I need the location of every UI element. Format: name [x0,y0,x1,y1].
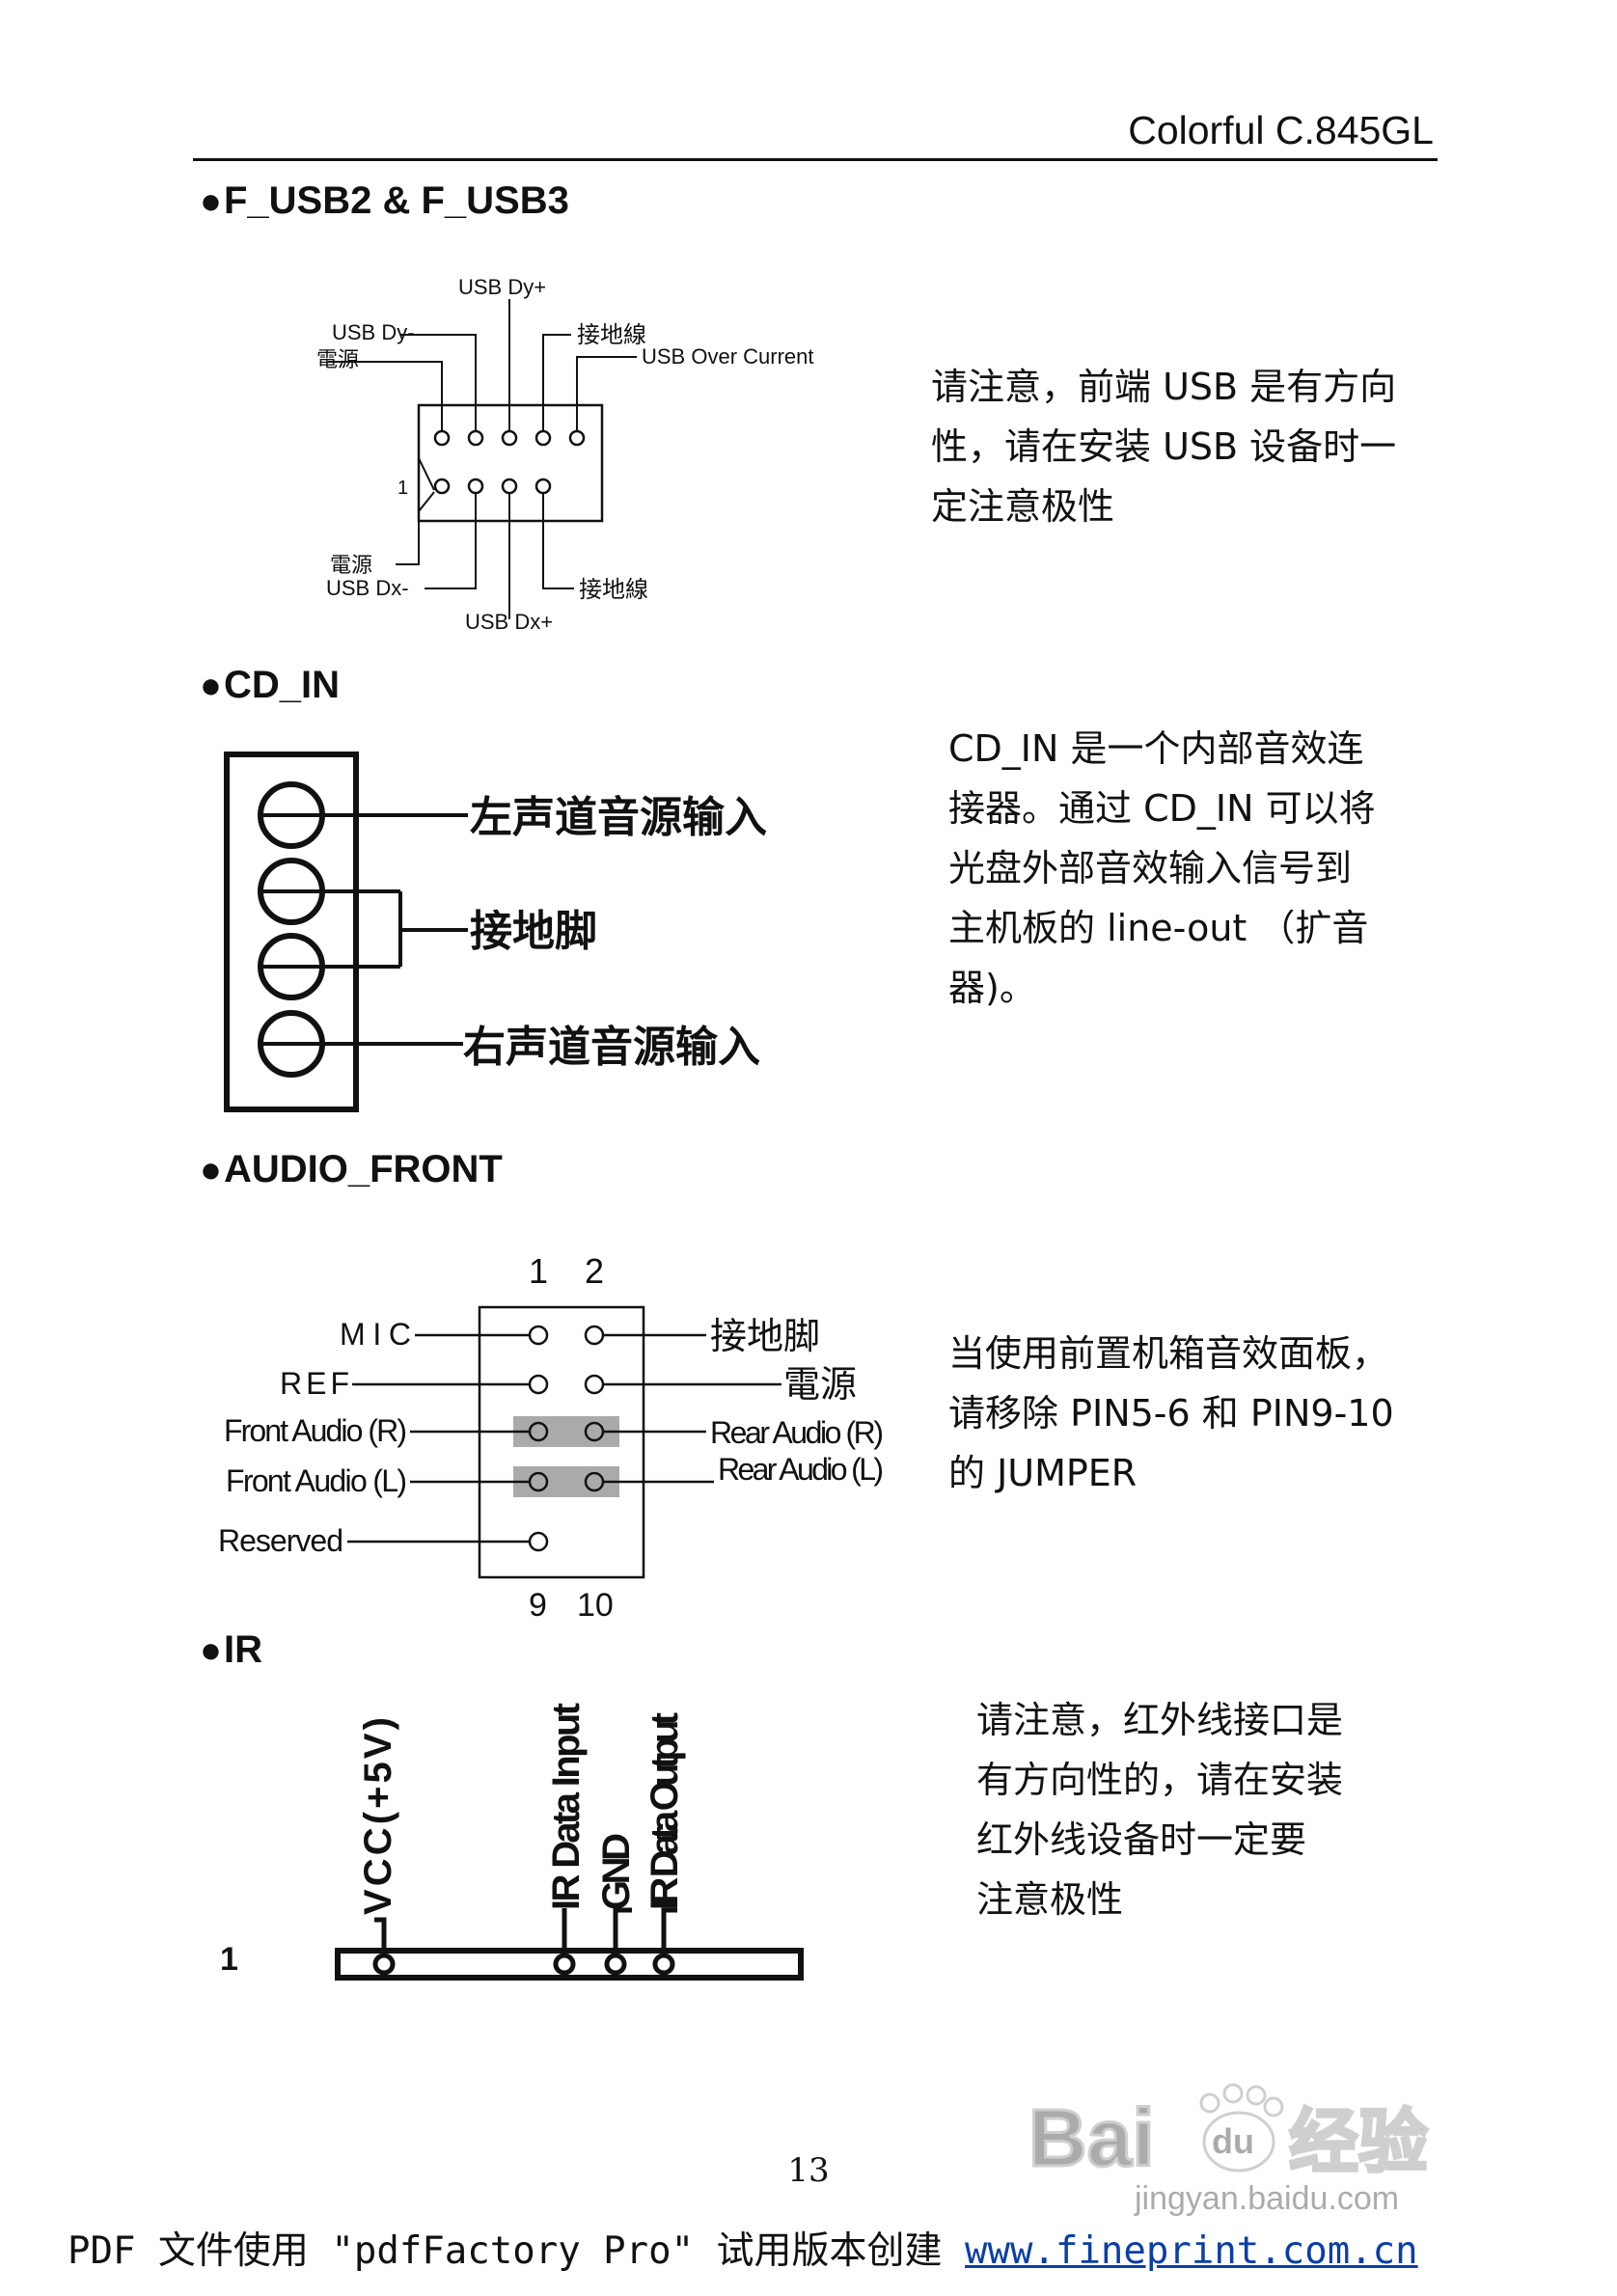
label-ir-pin1: 1 [220,1941,238,1978]
label-power-bottom: 電源 [330,554,372,578]
label-usb-dy-minus: USB Dy- [332,320,415,344]
usb-description: 请注意，前端 USB 是有方向 性，请在安装 USB 设备时一 定注意极性 [931,366,1397,528]
heading-text: CD_IN [223,664,340,706]
bullet-icon: ● [200,1630,222,1671]
usb-pin [501,478,518,495]
audio-pin [528,1325,549,1346]
bullet-icon: ● [200,1150,222,1190]
heading-text: IR [223,1628,262,1671]
cd-in-outline [224,752,359,1112]
label-pin1: 1 [397,478,408,499]
label-pin2: 2 [585,1251,604,1291]
section-heading-audio-front: ●AUDIO_FRONT [200,1148,503,1191]
usb-pin [467,429,484,447]
label-reserved: Reserved [218,1523,343,1558]
usb-pin [534,478,552,495]
label-usb-dx-plus: USB Dx+ [465,610,553,634]
label-ground: 接地脚 [710,1315,820,1357]
label-front-audio-r: Front Audio (R) [224,1413,407,1448]
label-front-audio-l: Front Audio (L) [226,1463,407,1498]
cd-in-label-right: 右声道音源输入 [463,1023,760,1072]
ir-connector-body [335,1948,804,1981]
audio-pin [528,1374,549,1395]
section-heading-cd-in: ●CD_IN [200,664,340,707]
document-header-title: Colorful C.845GL [1128,108,1434,152]
label-pin10: 10 [577,1587,614,1624]
label-ground-bottom: 接地線 [579,576,648,603]
audio-header-outline [478,1305,645,1579]
watermark-url: jingyan.baidu.com [1134,2180,1399,2217]
section-heading-ir: ●IR [200,1628,262,1672]
cd-in-label-left: 左声道音源输入 [470,793,767,842]
bullet-icon: ● [200,666,222,706]
watermark-paw-text: du [1212,2121,1254,2161]
label-mic: MIC [340,1317,411,1352]
label-rear-audio-l: Rear Audio (L) [718,1452,884,1487]
audio-front-diagram: 1 2 9 10 MIC REF Front Audio (R) Front A… [218,1251,884,1624]
usb-pin [433,478,451,495]
ir-description: 请注意，红外线接口是 有方向性的，请在安装 红外线设备时一定要 注意极性 [976,1699,1344,1921]
ir-pin [604,1953,627,1976]
footer-text: PDF 文件使用 "pdfFactory Pro" 试用版本创建 [68,2229,966,2273]
usb-pin [501,429,518,447]
audio-pin [584,1471,605,1492]
ir-connector: VCC(+5V) IR Data Input GND IR Data Outpu… [220,1703,804,1981]
pdf-footer: PDF 文件使用 "pdfFactory Pro" 试用版本创建 www.fin… [68,2221,1418,2275]
audio-pin [584,1421,605,1442]
heading-text: F_USB2 & F_USB3 [223,179,569,222]
jumper-pin5-6 [513,1416,619,1447]
label-pin1: 1 [529,1251,548,1291]
usb-pin [467,478,484,495]
audio-front-description: 当使用前置机箱音效面板， 请移除 PIN5-6 和 PIN9-10 的 JUMP… [948,1332,1394,1494]
audio-pin [584,1325,605,1346]
label-over-current: USB Over Current [642,344,814,369]
ir-pin [372,1953,396,1976]
usb-pin [433,429,451,447]
label-ground-top: 接地線 [577,321,646,348]
footer-link[interactable]: www.fineprint.com.cn [965,2229,1418,2273]
page-number: 13 [787,2151,830,2190]
baidu-jingyan-watermark: Bai du 经验 jingyan.baidu.com [1028,2083,1430,2217]
cd-in-label-ground: 接地脚 [470,907,597,956]
usb-pin-diagram: USB Dy+ USB Dy- 電源 接地線 USB Over Current … [316,275,814,634]
usb-pin [568,429,586,447]
label-ref: REF [280,1366,349,1401]
label-pin9: 9 [529,1587,547,1624]
watermark-brand-cn: 经验 [1289,2101,1428,2182]
section-heading-usb: ●F_USB2 & F_USB3 [200,179,569,223]
label-power: 電源 [783,1363,857,1406]
cd-in-diagram: 左声道音源输入 接地脚 右声道音源输入 [224,752,767,1112]
ir-pin [652,1953,675,1976]
label-vcc: VCC(+5V) [357,1717,399,1915]
audio-pin [528,1531,549,1552]
usb-pin [534,429,552,447]
label-usb-dy-plus: USB Dy+ [458,275,546,299]
label-rear-audio-r: Rear Audio (R) [710,1415,884,1450]
audio-pin [528,1421,549,1442]
label-power-top: 電源 [316,348,359,372]
heading-text: AUDIO_FRONT [223,1148,503,1190]
header-rule [193,158,1438,161]
ir-pin [553,1953,576,1976]
bullet-icon: ● [200,181,222,222]
label-ir-data-input: IR Data Input [545,1703,588,1910]
audio-pin [528,1471,549,1492]
audio-pin [584,1374,605,1395]
label-usb-dx-minus: USB Dx- [326,576,409,600]
jumper-pin9-10 [513,1466,619,1497]
cd-in-description: CD_IN 是一个内部音效连 接器。通过 CD_IN 可以将 光盘外部音效输入信… [948,727,1376,1009]
paw-icon [1199,2083,1284,2173]
label-gnd: GND [595,1833,638,1910]
label-ir-data-output: IR Data Output [644,1712,686,1910]
watermark-brand: Bai [1028,2092,1155,2183]
